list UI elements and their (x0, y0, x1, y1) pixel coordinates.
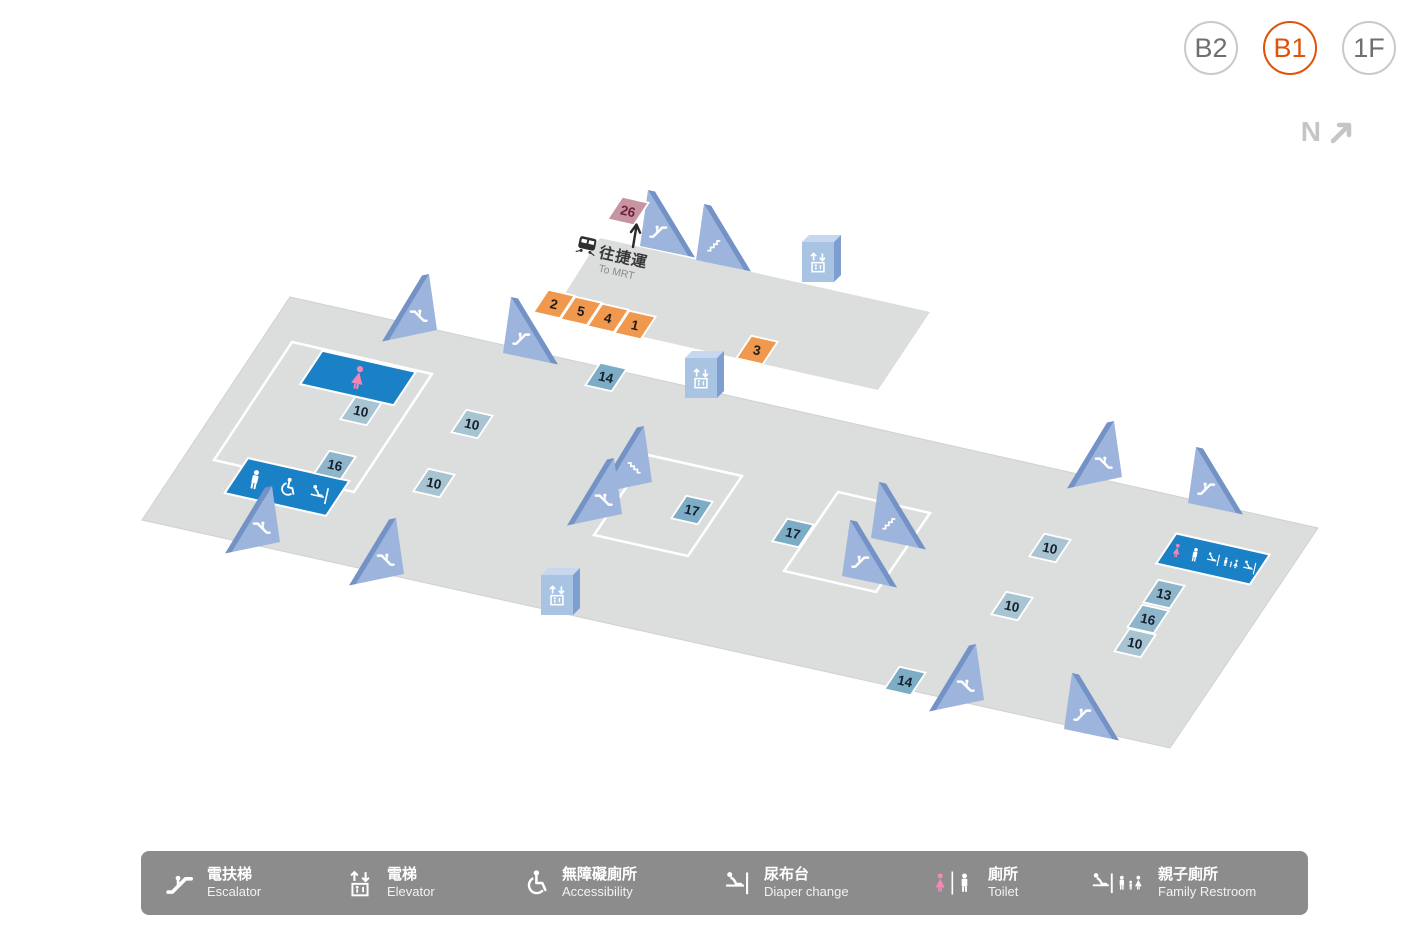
floor-selector: B2 B1 1F (1184, 21, 1396, 75)
escalator-triangle-icon (382, 274, 437, 342)
stall-marker-label: 3 (752, 342, 763, 358)
mrt-corridor-floor (551, 238, 930, 390)
stall-marker-4: 4 (585, 302, 631, 334)
toilet-icon (930, 866, 976, 900)
legend-label-en: Elevator (387, 884, 435, 900)
legend-label-en: Accessibility (562, 884, 633, 900)
stall-marker-10: 10 (1027, 532, 1073, 564)
stall-marker-14: 14 (882, 665, 928, 697)
stall-marker-26: 26 (605, 195, 651, 227)
legend-label-en: Toilet (988, 884, 1019, 900)
family-icon (1090, 866, 1146, 900)
stairs-triangle-icon (696, 204, 751, 272)
floor-button-b2[interactable]: B2 (1184, 21, 1238, 75)
escalator-triangle-icon (640, 190, 695, 258)
floor-button-b1[interactable]: B1 (1263, 21, 1317, 75)
stall-marker-label: 10 (1126, 634, 1144, 652)
stall-marker-10: 10 (449, 408, 495, 440)
stall-marker-3: 3 (734, 334, 780, 366)
restroom-block (1154, 532, 1272, 586)
stall-marker-17: 17 (669, 494, 715, 526)
restroom-blocks (223, 349, 1272, 586)
stall-marker-label: 16 (326, 456, 344, 474)
stall-marker-label: 2 (549, 296, 560, 312)
stall-marker-label: 16 (1139, 610, 1157, 628)
stall-marker-label: 10 (1003, 597, 1021, 615)
stall-marker-label: 5 (576, 303, 587, 319)
elevator-icon (349, 870, 371, 897)
floor-slabs (141, 238, 1319, 749)
legend-label-zh: 親子廁所 (1158, 865, 1219, 883)
elevator-icon (541, 568, 580, 615)
stall-marker-label: 14 (896, 672, 914, 690)
stall-marker-13: 13 (1141, 578, 1187, 610)
stall-marker-10: 10 (1112, 627, 1158, 659)
diaper-icon (724, 870, 749, 896)
main-hall-floor (141, 296, 1319, 749)
restroom-block (298, 349, 418, 407)
stall-marker-10: 10 (338, 395, 384, 427)
train-icon (575, 236, 597, 257)
stall-marker-10: 10 (411, 467, 457, 499)
mrt-arrow-icon (629, 223, 642, 249)
stall-marker-5: 5 (558, 295, 604, 327)
legend-label-zh: 尿布台 (764, 865, 810, 883)
legend-label-en: Escalator (207, 884, 262, 900)
stall-marker-16: 16 (1125, 603, 1171, 635)
stall-marker-label: 4 (603, 310, 614, 326)
escalator-triangle-icon (1188, 447, 1243, 515)
stall-marker-label: 26 (619, 202, 637, 220)
stall-marker-1: 1 (612, 309, 658, 341)
stall-marker-label: 14 (597, 368, 615, 386)
legend-label-zh: 廁所 (988, 865, 1019, 883)
stall-marker-label: 1 (630, 317, 641, 333)
escalator-triangle-icon (1067, 421, 1122, 489)
stall-marker-label: 10 (425, 474, 443, 492)
north-arrow-icon (1330, 122, 1352, 144)
stall-marker-2: 2 (531, 288, 577, 320)
legend-label-en: Diaper change (764, 884, 849, 900)
elevator-icon (685, 351, 724, 398)
escalator-icon (166, 873, 194, 895)
accessibility-icon (527, 869, 547, 895)
room-outline-left-restroom (211, 340, 435, 494)
stall-marker-label: 13 (1155, 585, 1173, 603)
stall-marker-17: 17 (770, 517, 816, 549)
stall-marker-10: 10 (989, 590, 1035, 622)
stall-marker-label: 10 (463, 415, 481, 433)
floor-button-1f[interactable]: 1F (1342, 21, 1396, 75)
stall-marker-label: 17 (784, 524, 802, 542)
stall-marker-16: 16 (312, 449, 358, 481)
elevator-icon (802, 235, 841, 282)
legend-label-en: Family Restroom (1158, 884, 1257, 900)
stall-marker-label: 10 (352, 402, 370, 420)
north-label: N (1300, 116, 1321, 147)
north-indicator: N (1301, 116, 1357, 148)
legend-label-zh: 電梯 (387, 865, 418, 883)
legend-label-zh: 電扶梯 (207, 865, 253, 883)
stall-marker-14: 14 (583, 361, 629, 393)
stall-marker-label: 17 (683, 501, 701, 519)
stall-marker-label: 10 (1041, 539, 1059, 557)
legend-label-zh: 無障礙廁所 (562, 865, 638, 883)
